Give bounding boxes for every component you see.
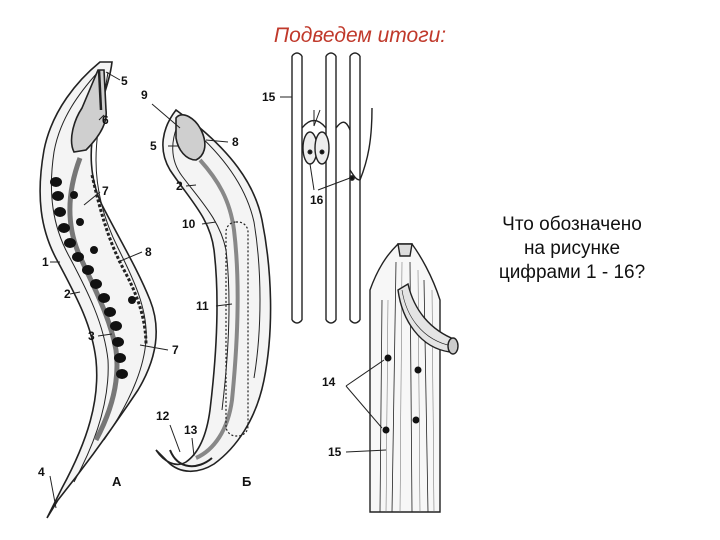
label-15a: 15 bbox=[262, 90, 276, 104]
label-7b: 7 bbox=[172, 343, 179, 357]
label-13: 13 bbox=[184, 423, 198, 437]
question-line-3: цифрами 1 - 16? bbox=[498, 262, 646, 283]
label-16: 16 bbox=[310, 193, 324, 207]
label-5a: 5 bbox=[121, 74, 128, 88]
worm-a-drawing bbox=[39, 61, 157, 519]
question-line-2: на рисунке bbox=[523, 238, 621, 259]
worm-b-drawing bbox=[155, 108, 272, 473]
label-11: 11 bbox=[196, 299, 209, 313]
excretory-leaders bbox=[280, 96, 351, 191]
label-5b: 5 bbox=[150, 139, 157, 153]
question-line-1: Что обозначено bbox=[502, 214, 642, 235]
label-14: 14 bbox=[322, 375, 336, 389]
label-2b: 2 bbox=[176, 179, 183, 193]
label-9: 9 bbox=[141, 88, 148, 102]
body-wall-leaders bbox=[345, 359, 387, 453]
slide-title: Подведем итоги: bbox=[273, 24, 447, 47]
label-8b: 8 bbox=[232, 135, 239, 149]
question-text: Что обозначено на рисунке цифрами 1 - 16… bbox=[472, 213, 672, 285]
label-7a: 7 bbox=[102, 184, 109, 198]
label-10: 10 bbox=[182, 217, 196, 231]
label-8a: 8 bbox=[145, 245, 152, 259]
worm-b-leaders bbox=[151, 103, 233, 457]
label-15b: 15 bbox=[328, 445, 342, 459]
worm-a-eggs bbox=[50, 177, 136, 379]
label-12: 12 bbox=[156, 409, 170, 423]
figure-a-letter: А bbox=[112, 474, 122, 489]
worm-a-leaders bbox=[49, 71, 169, 509]
label-4: 4 bbox=[38, 465, 45, 479]
body-wall-star-cells bbox=[382, 354, 422, 434]
excretory-canals-drawing bbox=[291, 52, 373, 324]
label-2a: 2 bbox=[64, 287, 71, 301]
figure-b-letter: Б bbox=[242, 474, 251, 489]
label-6: 6 bbox=[102, 113, 109, 127]
body-wall-fragment-drawing bbox=[369, 243, 459, 513]
label-1: 1 bbox=[42, 255, 49, 269]
label-3: 3 bbox=[88, 329, 95, 343]
